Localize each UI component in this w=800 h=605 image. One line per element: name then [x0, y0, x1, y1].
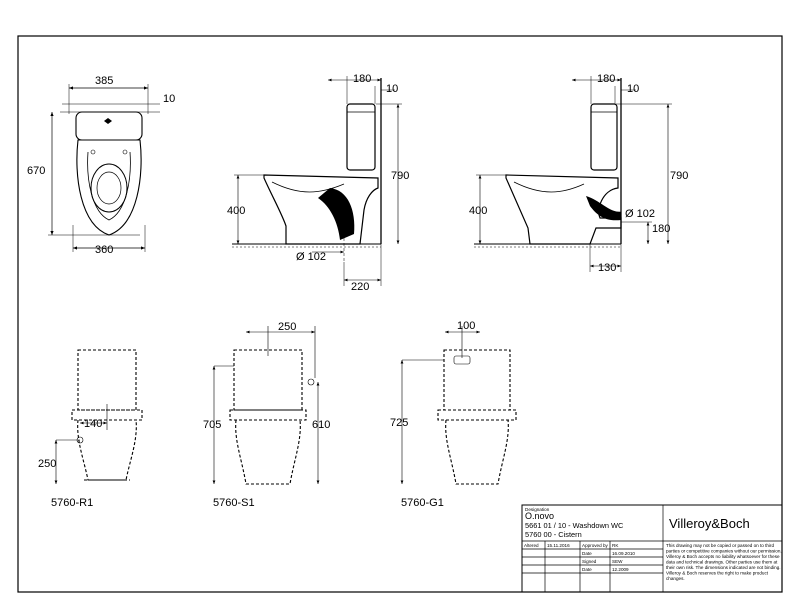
front-view-g1 [437, 349, 517, 485]
row1-k2: Date [582, 551, 592, 556]
disclaimer-line-7: changes. [666, 576, 685, 581]
r1-front-dim-height: 250 [38, 458, 56, 470]
s1-front-dim-inlet: 610 [312, 419, 330, 431]
front-view-r1 [71, 349, 143, 481]
row0-v2: RK [612, 543, 619, 548]
disclaimer-line-4: data and technical drawings. Other parti… [666, 560, 778, 565]
title-designation-label: Designation [525, 507, 550, 512]
g1-front-dim-offset: 100 [457, 320, 475, 332]
row2-k2: Signed [582, 559, 597, 564]
s1-dim-gap: 10 [627, 83, 639, 95]
s1-dim-outlet-height: 180 [652, 223, 670, 235]
r1-front-dim-offset: 140 [84, 418, 102, 430]
s1-front-dim-height: 705 [203, 419, 221, 431]
s1-dim-total-height: 790 [670, 170, 688, 182]
side-view-s1 [474, 76, 672, 272]
disclaimer-line-6: Villeroy & Boch reserves the right to ma… [666, 571, 769, 576]
disclaimer-line-3: Villeroy & Boch accepts no liability wha… [666, 554, 780, 559]
front-code-g1: 5760-G1 [401, 497, 444, 509]
s1-front-dim-offset: 250 [278, 321, 296, 333]
front-r1-dims [54, 404, 108, 484]
front-s1-dims [212, 326, 320, 484]
front-code-r1: 5760-R1 [51, 497, 93, 509]
g1-front-dim-height: 725 [390, 417, 408, 429]
front-code-s1: 5760-S1 [213, 497, 255, 509]
row0-k2: Approved by [582, 543, 608, 548]
row2-v2: SEW [612, 559, 623, 564]
sheet-border [17, 35, 783, 593]
title-line2: 5760 00 - Cistern [525, 530, 582, 539]
brand-logo: Villeroy&Boch [669, 516, 750, 531]
top-dim-offset: 10 [163, 93, 175, 105]
r1-dim-outlet-dia: Ø 102 [296, 251, 326, 263]
row3-v2: 12.2009 [612, 567, 629, 572]
row0-v1: 15.11.2016 [547, 543, 570, 548]
front-view-s1 [229, 349, 307, 485]
top-view [48, 84, 160, 252]
s1-dim-cistern-depth: 180 [597, 73, 615, 85]
s1-dim-outlet-dist: 130 [598, 262, 616, 274]
r1-dim-total-height: 790 [391, 170, 409, 182]
r1-dim-gap: 10 [386, 83, 398, 95]
front-g1-dims [400, 326, 480, 484]
disclaimer-line-2: parties or competitive companies without… [666, 549, 782, 554]
title-product: O.novo [525, 511, 554, 521]
disclaimer-line-1: This drawing may not be copied or passed… [666, 543, 774, 548]
top-dim-bottom-width: 360 [95, 244, 113, 256]
title-block [521, 504, 783, 593]
side-view-r1 [232, 76, 402, 286]
s1-dim-outlet-dia: Ø 102 [625, 208, 655, 220]
s1-dim-seat-height: 400 [469, 205, 487, 217]
row3-k2: Date [582, 567, 592, 572]
disclaimer-line-5: their own risk. The dimensions indicated… [666, 565, 781, 570]
title-line1: 5661 01 / 10 - Washdown WC [525, 521, 624, 530]
row1-v2: 16.09.2010 [612, 551, 635, 556]
r1-dim-seat-height: 400 [227, 205, 245, 217]
top-dim-length: 670 [27, 165, 45, 177]
row0-k1: Altered [524, 543, 539, 548]
top-dim-width: 385 [95, 75, 113, 87]
r1-dim-cistern-depth: 180 [353, 73, 371, 85]
r1-dim-outlet-dist: 220 [351, 281, 369, 293]
